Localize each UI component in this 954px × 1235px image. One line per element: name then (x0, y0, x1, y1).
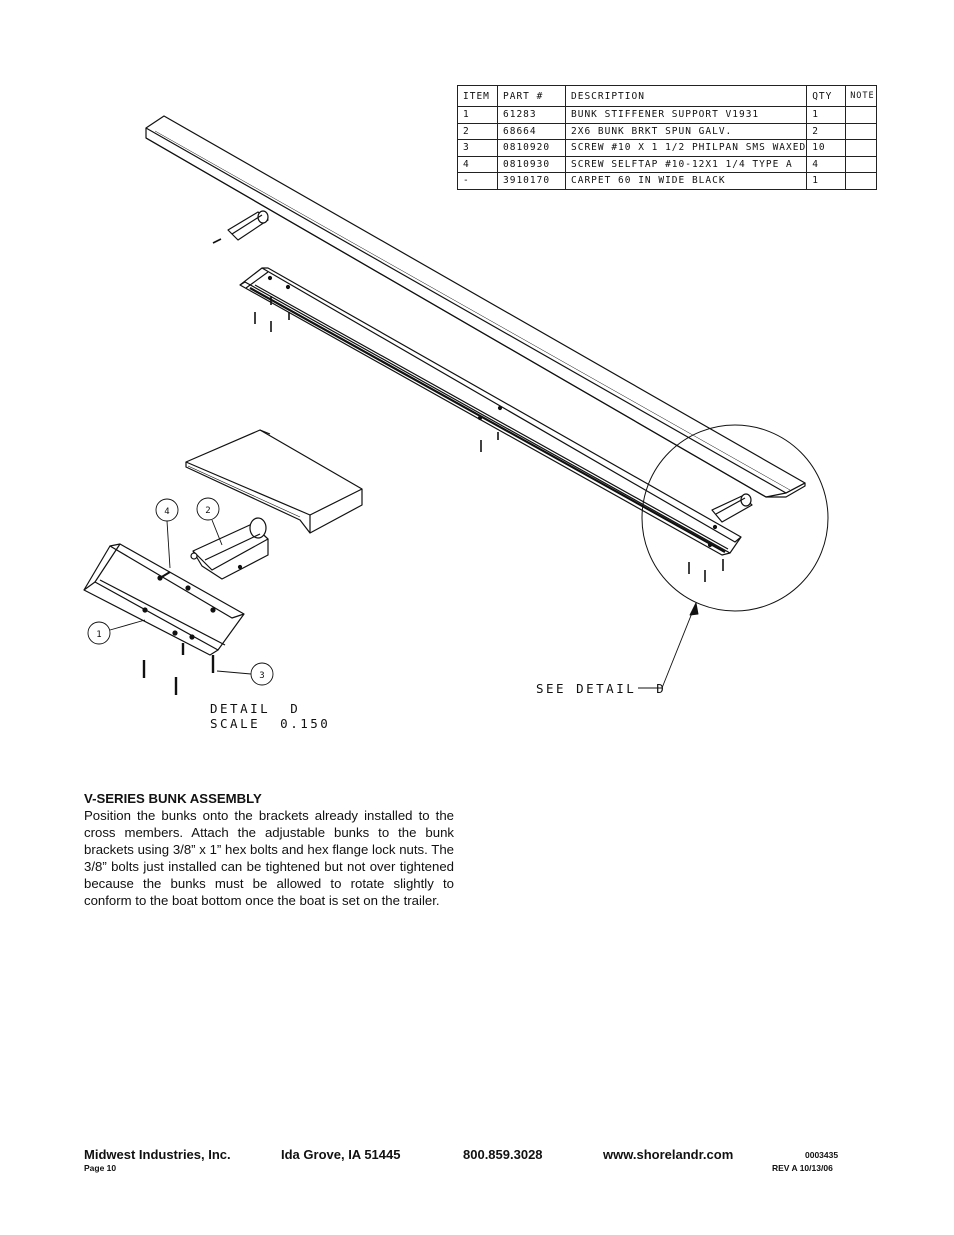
cell-description: SCREW #10 X 1 1/2 PHILPAN SMS WAXED (564, 139, 808, 157)
cell-qty: 1 (806, 172, 847, 190)
header-description: DESCRIPTION (564, 85, 808, 107)
see-detail-leader (638, 602, 699, 689)
cell-part: 68664 (497, 122, 566, 140)
cell-item: 1 (457, 106, 498, 124)
stiffener-channel (239, 267, 742, 556)
balloon-1-label: 1 (96, 630, 101, 640)
footer-revision: REV A 10/13/06 (772, 1163, 833, 1173)
table-row: 3 0810920 SCREW #10 X 1 1/2 PHILPAN SMS … (457, 139, 878, 157)
channel-screws (254, 296, 724, 582)
cell-part: 0810930 (497, 155, 566, 173)
cell-qty: 1 (806, 106, 847, 124)
table-row: 2 68664 2X6 BUNK BRKT SPUN GALV. 2 (457, 122, 878, 140)
cell-note (845, 106, 878, 124)
footer-location: Ida Grove, IA 51445 (281, 1147, 401, 1162)
footer-company: Midwest Industries, Inc. (84, 1147, 231, 1162)
header-note: NOTE (845, 85, 878, 107)
see-detail-label: SEE DETAIL D (536, 681, 667, 696)
detail-bunk-board (185, 429, 363, 534)
table-row: 1 61283 BUNK STIFFENER SUPPORT V1931 1 (457, 106, 878, 124)
parts-table-header: ITEM PART # DESCRIPTION QTY NOTE (457, 85, 878, 107)
table-row: - 3910170 CARPET 60 IN WIDE BLACK 1 (457, 172, 878, 190)
cell-note (845, 139, 878, 157)
cell-description: BUNK STIFFENER SUPPORT V1931 (564, 106, 808, 124)
cell-qty: 10 (806, 139, 847, 157)
cell-item: 2 (457, 122, 498, 140)
section-body: Position the bunks onto the brackets alr… (84, 808, 454, 908)
header-part: PART # (497, 85, 566, 107)
cell-note (845, 155, 878, 173)
detail-bracket (190, 517, 269, 580)
cell-item: 3 (457, 139, 498, 157)
footer-page: Page 10 (84, 1163, 117, 1173)
cell-part: 3910170 (497, 172, 566, 190)
section-title: V-SERIES BUNK ASSEMBLY (84, 791, 262, 806)
detail-channel (83, 543, 245, 656)
cell-item: 4 (457, 155, 498, 173)
cell-description: SCREW SELFTAP #10-12X1 1/4 TYPE A (564, 155, 808, 173)
header-item: ITEM (457, 85, 498, 107)
cell-part: 61283 (497, 106, 566, 124)
cell-note (845, 172, 878, 190)
cell-part: 0810920 (497, 139, 566, 157)
detail-scale: SCALE 0.150 (210, 716, 331, 731)
cell-qty: 2 (806, 122, 847, 140)
cell-note (845, 122, 878, 140)
cell-item: - (457, 172, 498, 190)
footer-doc-number: 0003435 (805, 1150, 839, 1160)
item-balloons (87, 497, 274, 686)
bunk-board (145, 115, 806, 498)
detail-circle (641, 424, 829, 612)
bunk-bracket-top (212, 210, 269, 244)
detail-screws (142, 571, 215, 695)
bunk-bracket-end (711, 493, 753, 523)
table-row: 4 0810930 SCREW SELFTAP #10-12X1 1/4 TYP… (457, 155, 878, 173)
balloon-4-label: 4 (164, 507, 169, 517)
detail-title: DETAIL D (210, 701, 301, 716)
footer-phone: 800.859.3028 (463, 1147, 543, 1162)
cell-description: CARPET 60 IN WIDE BLACK (564, 172, 808, 190)
assembly-instructions: V-SERIES BUNK ASSEMBLY Position the bunk… (84, 790, 454, 909)
cell-qty: 4 (806, 155, 847, 173)
header-qty: QTY (806, 85, 847, 107)
balloon-3-label: 3 (259, 671, 264, 681)
cell-description: 2X6 BUNK BRKT SPUN GALV. (564, 122, 808, 140)
parts-table: ITEM PART # DESCRIPTION QTY NOTE 1 61283… (457, 85, 878, 190)
footer-website: www.shorelandr.com (603, 1147, 734, 1162)
balloon-2-label: 2 (205, 506, 210, 516)
